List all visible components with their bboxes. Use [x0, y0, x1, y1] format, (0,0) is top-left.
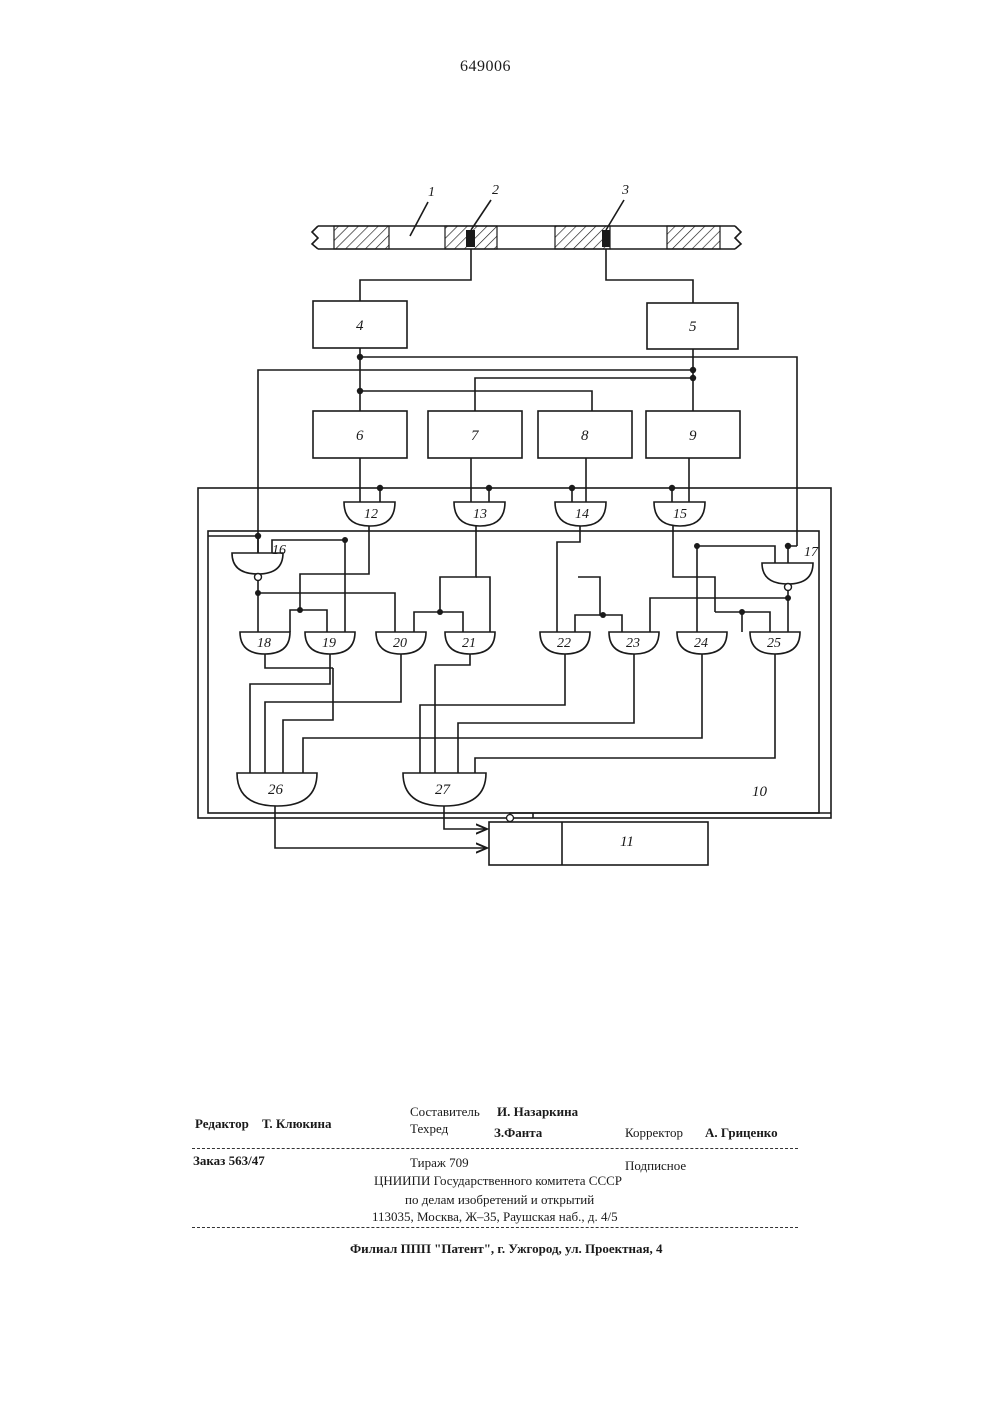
org-line-3: 113035, Москва, Ж–35, Раушская наб., д. …	[372, 1209, 618, 1225]
gate-22-label: 22	[557, 636, 571, 651]
org-line-1: ЦНИИПИ Государственного комитета СССР	[374, 1173, 622, 1189]
label-1: 1	[428, 185, 435, 200]
divider-1	[192, 1148, 798, 1149]
sensor-2	[466, 230, 475, 247]
block-4-label: 4	[356, 318, 364, 334]
gate-19-label: 19	[322, 636, 336, 651]
gate-26-label: 26	[268, 782, 284, 798]
gate-17	[762, 563, 813, 584]
divider-2	[192, 1227, 798, 1228]
gate-13-label: 13	[473, 507, 487, 522]
branch-line: Филиал ППП "Патент", г. Ужгород, ул. Про…	[350, 1241, 663, 1257]
editor-label: Редактор	[195, 1116, 249, 1132]
techred-label: Техред	[410, 1121, 448, 1137]
sensor-3	[602, 230, 610, 247]
techred-name: З.Фанта	[494, 1125, 542, 1141]
gate-14-label: 14	[575, 507, 589, 522]
block-5-label: 5	[689, 319, 697, 335]
gate-16-label: 16	[272, 543, 286, 558]
corrector-name: А. Гриценко	[705, 1125, 778, 1141]
compiler-label: Составитель	[410, 1104, 480, 1120]
compiler-name: И. Назаркина	[497, 1104, 578, 1120]
gate-23-label: 23	[626, 636, 640, 651]
block-10-label: 10	[752, 784, 768, 800]
label-3: 3	[621, 183, 629, 198]
org-line-2: по делам изобретений и открытий	[405, 1192, 594, 1208]
label-2: 2	[492, 183, 499, 198]
gate-20-label: 20	[393, 636, 407, 651]
subscription: Подписное	[625, 1158, 686, 1174]
gate-18-label: 18	[257, 636, 271, 651]
gate-27-label: 27	[435, 782, 452, 798]
editor-name: Т. Клюкина	[262, 1116, 332, 1132]
gate-25-label: 25	[767, 636, 781, 651]
code-scale	[312, 226, 741, 249]
block-8-label: 8	[581, 428, 589, 444]
gate-24-label: 24	[694, 636, 708, 651]
frame-outer	[198, 488, 831, 818]
circuit-diagram: 1 2 3 4 5 6 7 8 9	[0, 0, 1000, 900]
gate-15-label: 15	[673, 507, 687, 522]
block-9-label: 9	[689, 428, 697, 444]
corrector-label: Корректор	[625, 1125, 683, 1141]
gate-21-label: 21	[462, 636, 476, 651]
circulation: Тираж 709	[410, 1155, 469, 1171]
block-11	[489, 822, 708, 865]
gate-17-label: 17	[804, 545, 819, 560]
block-6-label: 6	[356, 428, 364, 444]
gate-12-label: 12	[364, 507, 378, 522]
block-11-label: 11	[620, 834, 634, 850]
order-number: Заказ 563/47	[193, 1153, 265, 1169]
